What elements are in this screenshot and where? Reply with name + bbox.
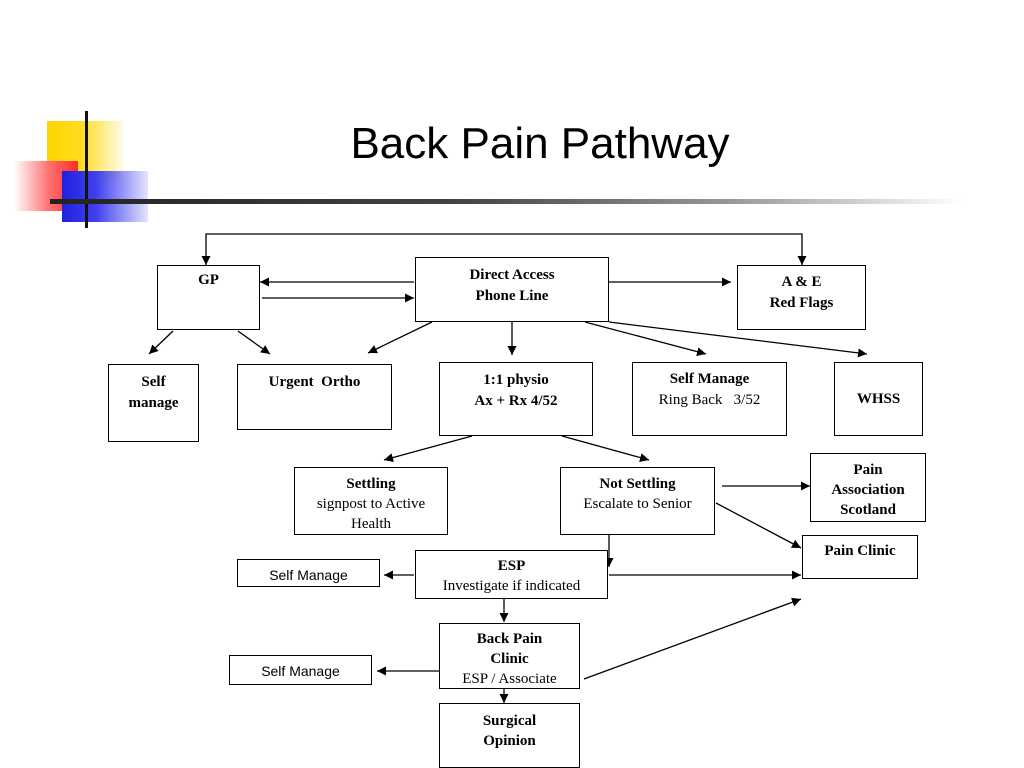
arrow-bpc-to-pain-clinic	[583, 597, 802, 680]
escalate-label: Escalate to Senior	[583, 496, 692, 512]
association-label: Association	[831, 482, 905, 498]
surgical-opinion-box: Surgical Opinion	[439, 703, 580, 768]
arrow-gp-to-urgent-ortho	[237, 330, 271, 355]
self-manage-esp-label: Self Manage	[269, 567, 348, 583]
whss-label: WHSS	[856, 391, 901, 407]
back-pain-clinic-box: Back Pain Clinic ESP / Associate	[439, 623, 580, 689]
urgent-ortho-label: Urgent Ortho	[268, 374, 361, 390]
surgical-label: Surgical	[482, 713, 537, 729]
esp-title: ESP	[497, 558, 526, 574]
pain-association-box: Pain Association Scotland	[810, 453, 926, 522]
pain-label: Pain	[853, 462, 883, 478]
physio-label: 1:1 physio	[483, 372, 549, 388]
physio-box: 1:1 physio Ax + Rx 4/52	[439, 362, 593, 436]
arrow-not-settling-to-pain-clinic	[715, 502, 802, 549]
ae-label: A & E	[781, 274, 822, 290]
page-title: Back Pain Pathway	[350, 119, 730, 168]
arrow-phone-to-self-manage	[584, 321, 707, 357]
signpost-label: signpost to Active	[316, 496, 426, 512]
gp-label: GP	[198, 272, 219, 288]
self-manage-box: Self manage	[108, 364, 199, 442]
pain-clinic-label: Pain Clinic	[824, 543, 896, 559]
arrow-physio-to-settling	[383, 435, 473, 462]
arrow-phone-to-whss	[608, 321, 868, 358]
direct-access-label: Direct Access	[469, 267, 555, 283]
not-settling-title: Not Settling	[599, 476, 676, 492]
physio-ax-rx-label: Ax + Rx 4/52	[474, 393, 558, 409]
arrow-physio-to-not-settling	[561, 435, 650, 462]
arrow-bracket-to-gp	[201, 233, 512, 265]
arrow-bracket-to-ae	[512, 233, 807, 265]
arrow-phone-to-urgent-ortho	[367, 321, 433, 354]
decor-blue-square	[62, 171, 148, 222]
direct-access-box: Direct Access Phone Line	[415, 257, 609, 322]
self-label: Self	[141, 374, 166, 390]
ring-back-label: Ring Back 3/52	[658, 392, 761, 408]
title-underline	[50, 199, 964, 204]
pain-clinic-box: Pain Clinic	[802, 535, 918, 579]
self-manage-ringback-box: Self Manage Ring Back 3/52	[632, 362, 787, 436]
red-flags-label: Red Flags	[769, 295, 834, 311]
phone-line-label: Phone Line	[475, 288, 549, 304]
back-pain-label: Back Pain	[476, 631, 543, 647]
settling-title: Settling	[346, 476, 396, 492]
manage-label: manage	[128, 395, 179, 411]
self-manage-bpc-label: Self Manage	[261, 663, 340, 679]
whss-box: WHSS	[834, 362, 923, 436]
not-settling-box: Not Settling Escalate to Senior	[560, 467, 715, 535]
esp-box: ESP Investigate if indicated	[415, 550, 608, 599]
arrow-gp-to-self-manage	[148, 330, 174, 355]
self-manage-esp-box: Self Manage	[237, 559, 380, 587]
settling-box: Settling signpost to Active Health	[294, 467, 448, 535]
urgent-ortho-box: Urgent Ortho	[237, 364, 392, 430]
gp-box: GP	[157, 265, 260, 330]
self-manage-ringback-title: Self Manage	[669, 371, 750, 387]
clinic-label: Clinic	[490, 651, 529, 667]
self-manage-bpc-box: Self Manage	[229, 655, 372, 685]
scotland-label: Scotland	[840, 502, 896, 518]
esp-associate-label: ESP / Associate	[462, 671, 557, 687]
ae-box: A & E Red Flags	[737, 265, 866, 330]
decor-vertical-line	[85, 111, 88, 228]
investigate-label: Investigate if indicated	[442, 578, 581, 594]
health-label: Health	[351, 516, 391, 532]
opinion-label: Opinion	[483, 733, 536, 749]
